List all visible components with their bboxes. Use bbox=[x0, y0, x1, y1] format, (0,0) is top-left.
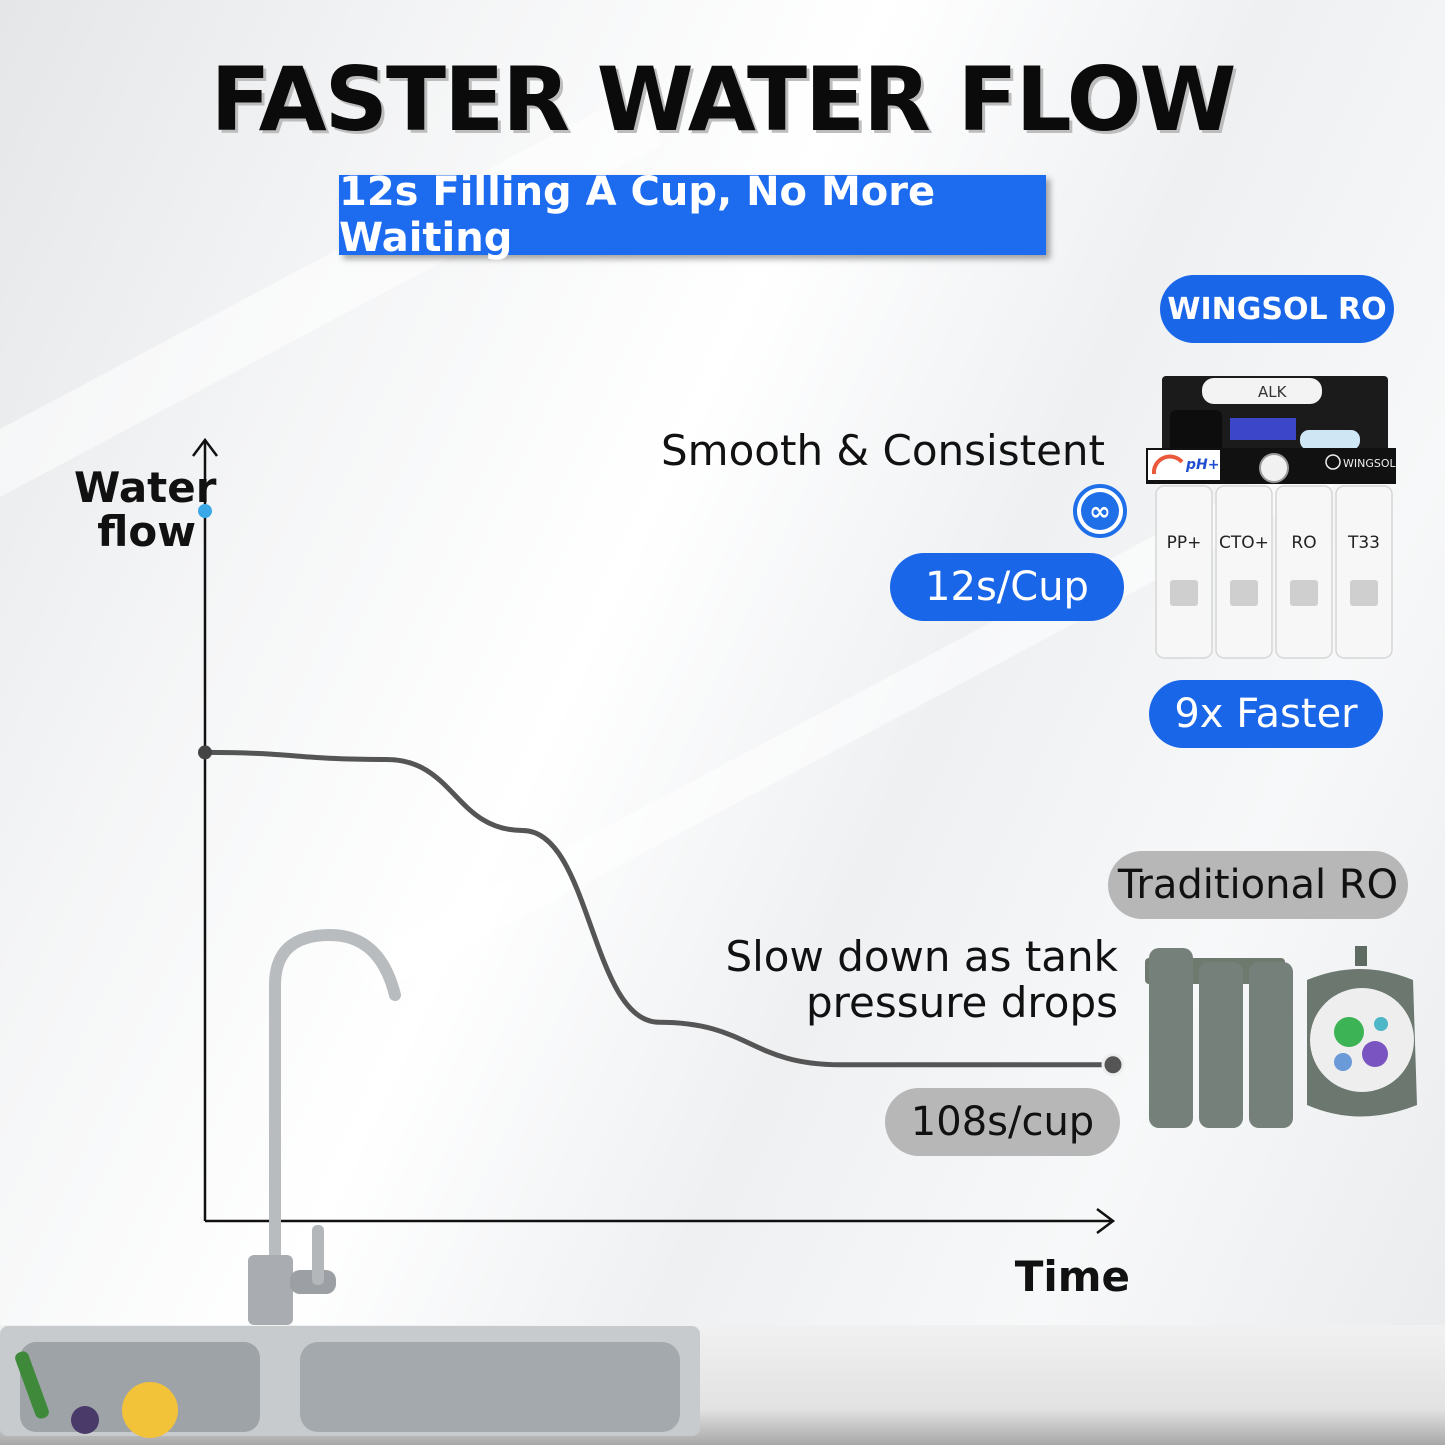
y-axis-label: Water flow bbox=[74, 463, 217, 556]
wingsol-logo-icon bbox=[1325, 454, 1341, 470]
smooth-annotation: Smooth & Consistent bbox=[661, 426, 1105, 475]
faucet-image bbox=[248, 928, 401, 1336]
slow-annotation: Slow down as tank pressure drops bbox=[680, 934, 1118, 1026]
filter-label-cto: CTO+ bbox=[1219, 533, 1269, 553]
badge-traditional-ro: Traditional RO bbox=[1108, 851, 1408, 919]
badge-wingsol-rate: 12s/Cup bbox=[890, 553, 1124, 621]
filter-label-t33: T33 bbox=[1347, 533, 1380, 553]
series-point-wingsol-start bbox=[198, 504, 212, 518]
slow-annotation-line2: pressure drops bbox=[805, 978, 1118, 1027]
filter-label-ro: RO bbox=[1291, 533, 1316, 553]
wingsol-logo-label: WINGSOL bbox=[1343, 457, 1397, 470]
sink-image bbox=[0, 1326, 700, 1438]
series-point-traditional-end bbox=[1101, 1053, 1125, 1077]
svg-text:∞: ∞ bbox=[1089, 497, 1111, 527]
traditional-ro-system-image bbox=[1145, 946, 1417, 1128]
ph-label: pH+ bbox=[1185, 457, 1219, 473]
filter-label-pp: PP+ bbox=[1167, 533, 1202, 553]
y-axis-arrow bbox=[192, 437, 218, 457]
series-point-traditional-start bbox=[198, 745, 212, 760]
infinity-icon: ∞ bbox=[1073, 484, 1127, 538]
slow-annotation-line1: Slow down as tank bbox=[725, 932, 1118, 981]
x-axis-label: Time bbox=[1014, 1252, 1130, 1301]
series-line-traditional bbox=[202, 749, 1116, 1068]
subtitle-banner: 12s Filling A Cup, No More Waiting bbox=[339, 169, 1046, 261]
page-title: FASTER WATER FLOW bbox=[210, 48, 1237, 151]
badge-wingsol-ro: WINGSOL RO bbox=[1160, 275, 1394, 343]
subtitle-text: 12s Filling A Cup, No More Waiting bbox=[339, 169, 936, 261]
alk-label: ALK bbox=[1258, 383, 1288, 401]
badge-9x-faster: 9x Faster bbox=[1149, 680, 1383, 748]
bacteria-icon bbox=[1310, 988, 1414, 1092]
wingsol-filter-system-image: ALK pH+ WINGSOL PP+ CTO+ RO T33 bbox=[1146, 376, 1397, 659]
x-axis-arrow bbox=[1096, 1208, 1116, 1234]
badge-traditional-rate: 108s/cup bbox=[885, 1088, 1120, 1156]
